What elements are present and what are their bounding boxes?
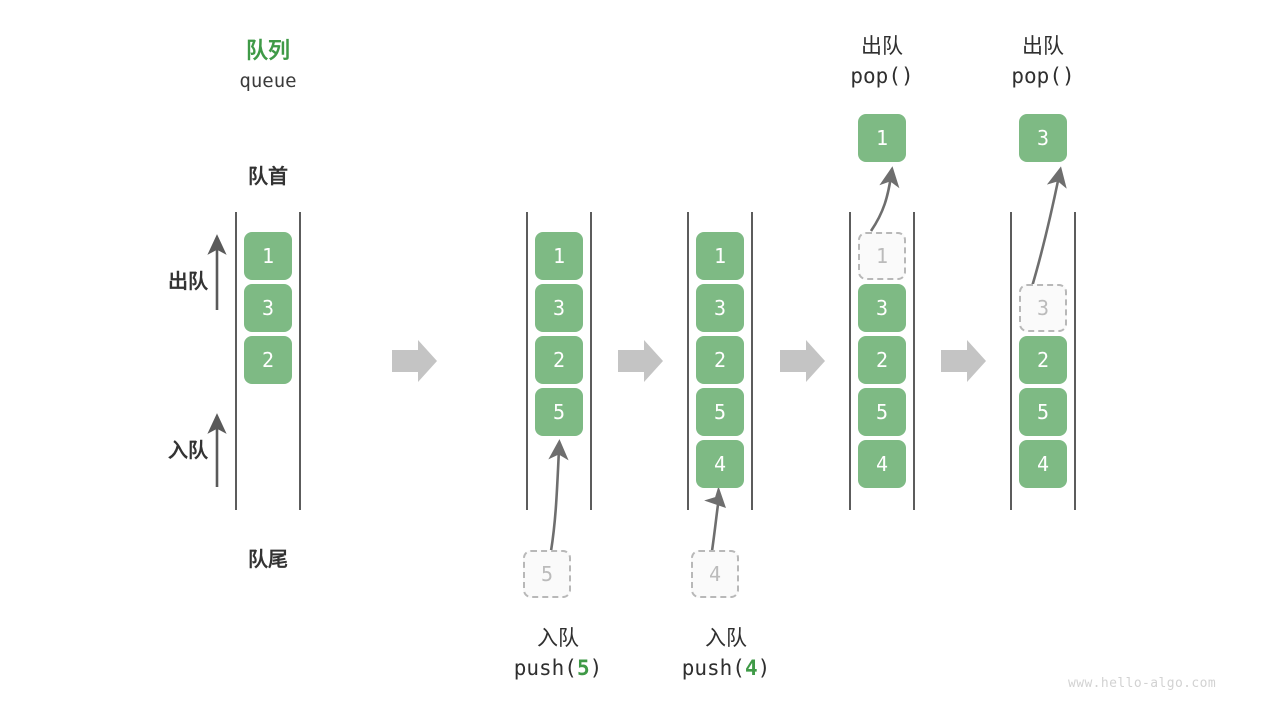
queue-cell: 5 xyxy=(696,388,744,436)
popped-value-cell: 1 xyxy=(858,114,906,162)
push-code-arg: 5 xyxy=(576,656,590,680)
transition-arrow-1 xyxy=(392,340,437,382)
pop-ghost-cell: 3 xyxy=(1019,284,1067,332)
push-code-suffix: ) xyxy=(589,656,603,680)
rails-column-5 xyxy=(1010,212,1076,510)
push-operation-code: push(5) xyxy=(482,656,634,680)
transition-arrow-3 xyxy=(780,340,825,382)
push-ghost-cell: 4 xyxy=(691,550,739,598)
pop-arrow-column-4 xyxy=(869,166,900,232)
push-code-prefix: push( xyxy=(681,656,745,680)
queue-cell: 5 xyxy=(1019,388,1067,436)
push-operation-code: push(4) xyxy=(650,656,802,680)
queue-cell: 1 xyxy=(696,232,744,280)
transition-arrow-2 xyxy=(618,340,663,382)
queue-cell: 2 xyxy=(1019,336,1067,384)
site-watermark: www.hello-algo.com xyxy=(1068,676,1217,691)
queue-cell: 2 xyxy=(858,336,906,384)
queue-cell: 2 xyxy=(244,336,292,384)
rails-column-3 xyxy=(687,212,753,510)
queue-rear-label: 队尾 xyxy=(248,547,288,571)
queue-cell: 4 xyxy=(858,440,906,488)
queue-title-cn: 队列 xyxy=(245,39,290,64)
rails-column-2 xyxy=(526,212,592,510)
pop-ghost-cell: 1 xyxy=(858,232,906,280)
pop-operation-code: pop() xyxy=(850,64,914,88)
queue-cell: 3 xyxy=(696,284,744,332)
push-code-arg: 4 xyxy=(744,656,758,680)
queue-cell: 2 xyxy=(696,336,744,384)
queue-cell: 1 xyxy=(535,232,583,280)
rails-column-4 xyxy=(849,212,915,510)
queue-cell: 4 xyxy=(1019,440,1067,488)
dequeue-direction-label: 出队 xyxy=(168,269,208,293)
queue-cell: 3 xyxy=(535,284,583,332)
queue-cell: 3 xyxy=(858,284,906,332)
queue-front-label: 队首 xyxy=(248,164,288,188)
enqueue-direction-label: 入队 xyxy=(168,438,208,462)
push-ghost-cell: 5 xyxy=(523,550,571,598)
push-operation-label: 入队 xyxy=(705,626,747,650)
rails-column-1 xyxy=(235,212,301,510)
queue-cell: 1 xyxy=(244,232,292,280)
queue-cell: 3 xyxy=(244,284,292,332)
queue-cell: 5 xyxy=(858,388,906,436)
push-arrow-column-2 xyxy=(548,439,569,552)
push-operation-label: 入队 xyxy=(537,626,579,650)
pop-operation-label: 出队 xyxy=(861,34,903,58)
queue-cell: 5 xyxy=(535,388,583,436)
push-arrow-column-3 xyxy=(704,486,727,552)
queue-cell: 4 xyxy=(696,440,744,488)
pop-operation-label: 出队 xyxy=(1022,34,1064,58)
push-code-suffix: ) xyxy=(757,656,771,680)
pop-arrow-column-5 xyxy=(1029,166,1067,291)
queue-cell: 2 xyxy=(535,336,583,384)
push-code-prefix: push( xyxy=(513,656,577,680)
pop-operation-code: pop() xyxy=(1011,64,1075,88)
transition-arrow-4 xyxy=(941,340,986,382)
queue-title-en: queue xyxy=(239,70,297,92)
popped-value-cell: 3 xyxy=(1019,114,1067,162)
